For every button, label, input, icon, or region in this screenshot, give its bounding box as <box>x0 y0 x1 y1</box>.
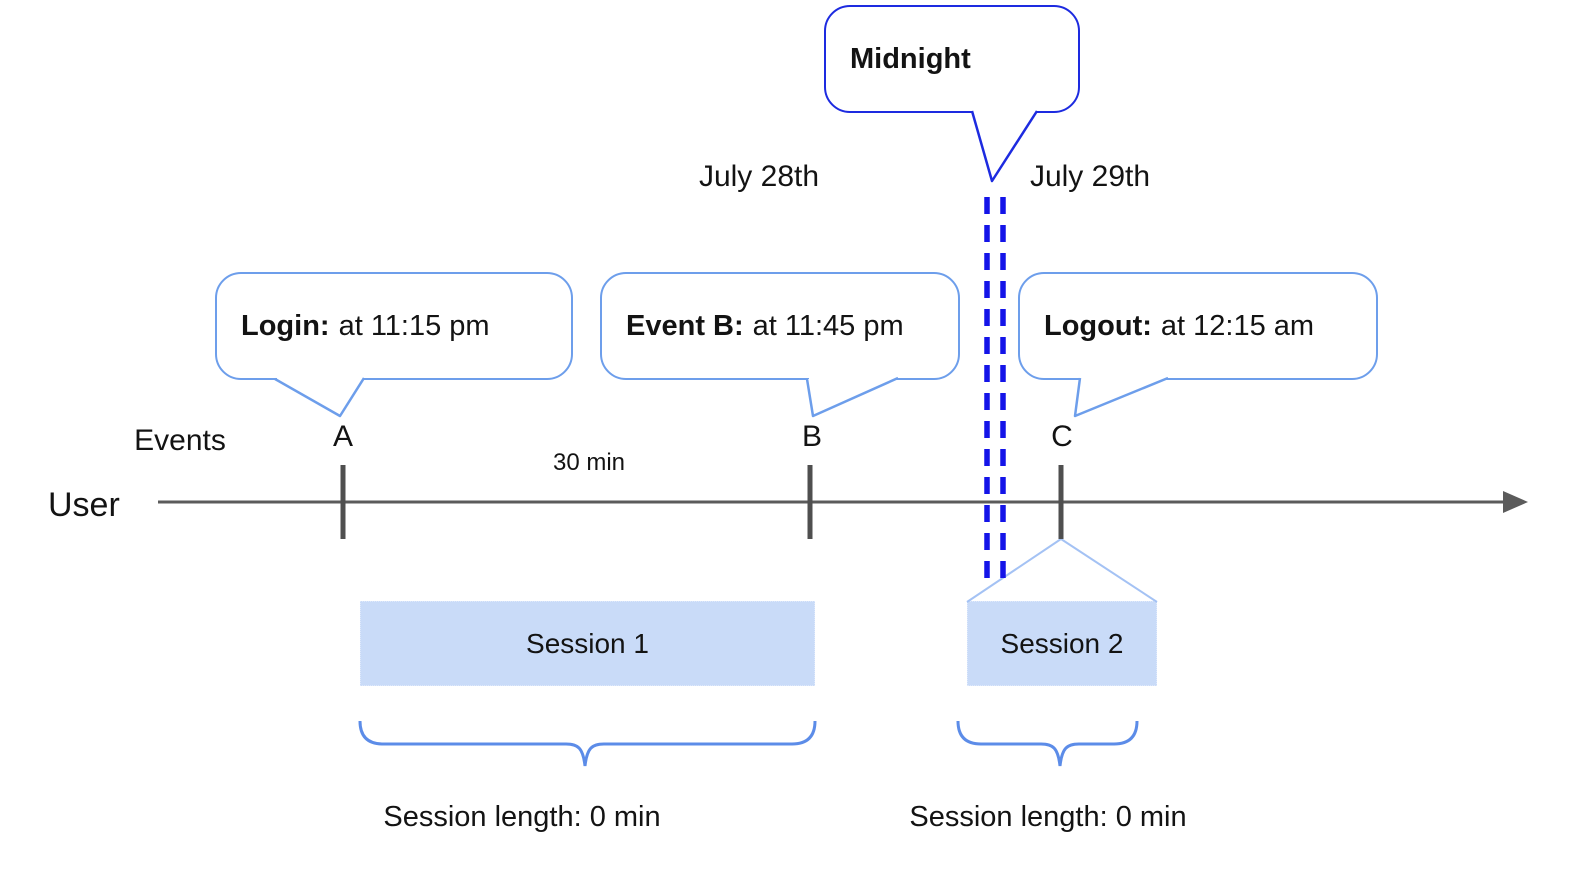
session-1-label: Session 1 <box>526 627 649 659</box>
user-axis-label: User <box>48 486 120 524</box>
session-2-label: Session 2 <box>1000 627 1124 659</box>
callout-event-b-label: Event B: <box>626 309 744 342</box>
callout-login-detail: at 11:15 pm <box>338 309 490 342</box>
login-callout-tail <box>274 377 366 418</box>
timeline-arrow-icon <box>1503 491 1528 513</box>
callout-login: Login: at 11:15 pm <box>215 272 573 380</box>
callout-event-b: Event B: at 11:45 pm <box>600 272 960 380</box>
session-1-brace <box>358 720 817 767</box>
session-2-brace <box>956 720 1139 767</box>
session-2-flare <box>966 537 1158 603</box>
midnight-callout-tail <box>970 110 1039 183</box>
session-1-bar: Session 1 <box>360 601 815 686</box>
session-2-bar: Session 2 <box>967 601 1157 686</box>
callout-login-label: Login: <box>241 309 330 342</box>
logout-callout-tail <box>1073 376 1169 418</box>
event-marker-b: B <box>801 420 823 453</box>
event-marker-c: C <box>1051 420 1073 453</box>
event-marker-a: A <box>332 420 354 453</box>
date-label-july-29: July 29th <box>1029 160 1151 193</box>
callout-logout-detail: at 12:15 am <box>1160 309 1315 342</box>
event-b-callout-tail <box>805 376 899 418</box>
callout-logout-label: Logout: <box>1044 309 1152 342</box>
interval-label-30min: 30 min <box>552 449 626 476</box>
callout-logout: Logout: at 12:15 am <box>1018 272 1378 380</box>
events-row-label: Events <box>134 424 226 457</box>
date-label-july-28: July 28th <box>698 160 820 193</box>
midnight-callout-label: Midnight <box>850 42 971 75</box>
midnight-callout: Midnight <box>824 5 1080 113</box>
session-2-length-label: Session length: 0 min <box>909 801 1187 833</box>
callout-event-b-detail: at 11:45 pm <box>752 309 904 342</box>
session-1-length-label: Session length: 0 min <box>383 801 661 833</box>
